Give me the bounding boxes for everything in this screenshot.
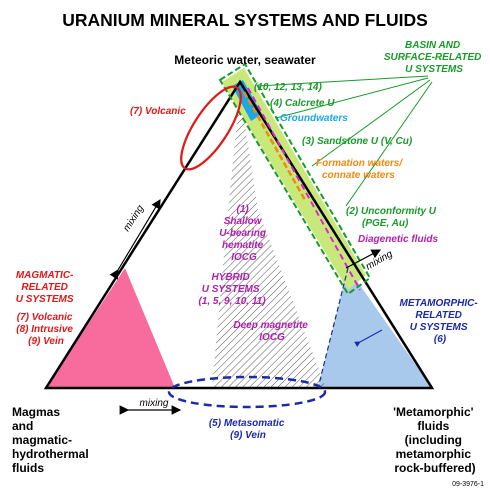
- shallow-iocg-label: (1) Shallow U-bearing hematite IOCG: [219, 204, 268, 263]
- magmatic-region: [46, 268, 175, 388]
- formation-waters-label: Formation waters/ connate waters: [316, 158, 405, 181]
- metamorphic-boundary: [317, 267, 349, 389]
- mixing-label-right: mixing: [364, 248, 395, 272]
- metasomatic-label: (5) Metasomatic (9) Vein: [209, 418, 287, 441]
- formation-waters-line: [242, 91, 307, 201]
- groundwaters-label: Groundwaters: [280, 113, 348, 124]
- basin-outline: [218, 62, 372, 296]
- sandstone-label: (3) Sandstone U (V, Cu): [302, 136, 413, 147]
- page-title: URANIUM MINERAL SYSTEMS AND FLUIDS: [62, 10, 428, 30]
- mixing-arrow-right: [345, 249, 382, 269]
- magmatic-group-label: MAGMATIC- RELATED U SYSTEMS (7) Volcanic…: [16, 270, 77, 347]
- basin-group-label: BASIN AND SURFACE-RELATED U SYSTEMS: [384, 40, 484, 75]
- vertex-label-right: 'Metamorphic' fluids (including metamorp…: [393, 405, 477, 475]
- vertex-label-left: Magmas and magmatic- hydrothermal fluids: [12, 405, 92, 475]
- metamorphic-region: [318, 268, 432, 388]
- hybrid-label: HYBRID U SYSTEMS (1, 5, 9, 10, 11): [198, 272, 266, 307]
- calcrete-label: (4) Calcrete U: [270, 98, 335, 109]
- volcanic-ellipse: [180, 85, 242, 171]
- metamorphic-group-label: METAMORPHIC- RELATED U SYSTEMS (6): [400, 298, 481, 345]
- deep-iocg-label: Deep magnetite IOCG: [233, 320, 310, 343]
- mixing-label-bottom: mixing: [140, 398, 169, 409]
- volcanic-label: (7) Volcanic: [130, 106, 186, 117]
- unconformity-label: (2) Unconformity U (PGE, Au): [346, 206, 439, 229]
- hybrid-zone-hatch: [212, 92, 326, 388]
- metasomatic-ellipse: [167, 375, 327, 409]
- basin-pointer-4: [345, 81, 433, 207]
- mixing-arrow-left: [109, 198, 161, 280]
- basin-pointer-2: [275, 77, 429, 119]
- diagenetic-line: [247, 87, 361, 291]
- vertex-label-top: Meteoric water, seawater: [174, 53, 316, 67]
- basin-codes-label: (10, 12, 13, 14): [254, 82, 322, 93]
- basin-pointer-1: [257, 75, 429, 87]
- basin-pointer-3: [311, 79, 431, 167]
- figure-id: 09-3976-1: [452, 481, 484, 488]
- metamorphic-pointer: [354, 329, 383, 348]
- diagenetic-label: Diagenetic fluids: [358, 234, 438, 245]
